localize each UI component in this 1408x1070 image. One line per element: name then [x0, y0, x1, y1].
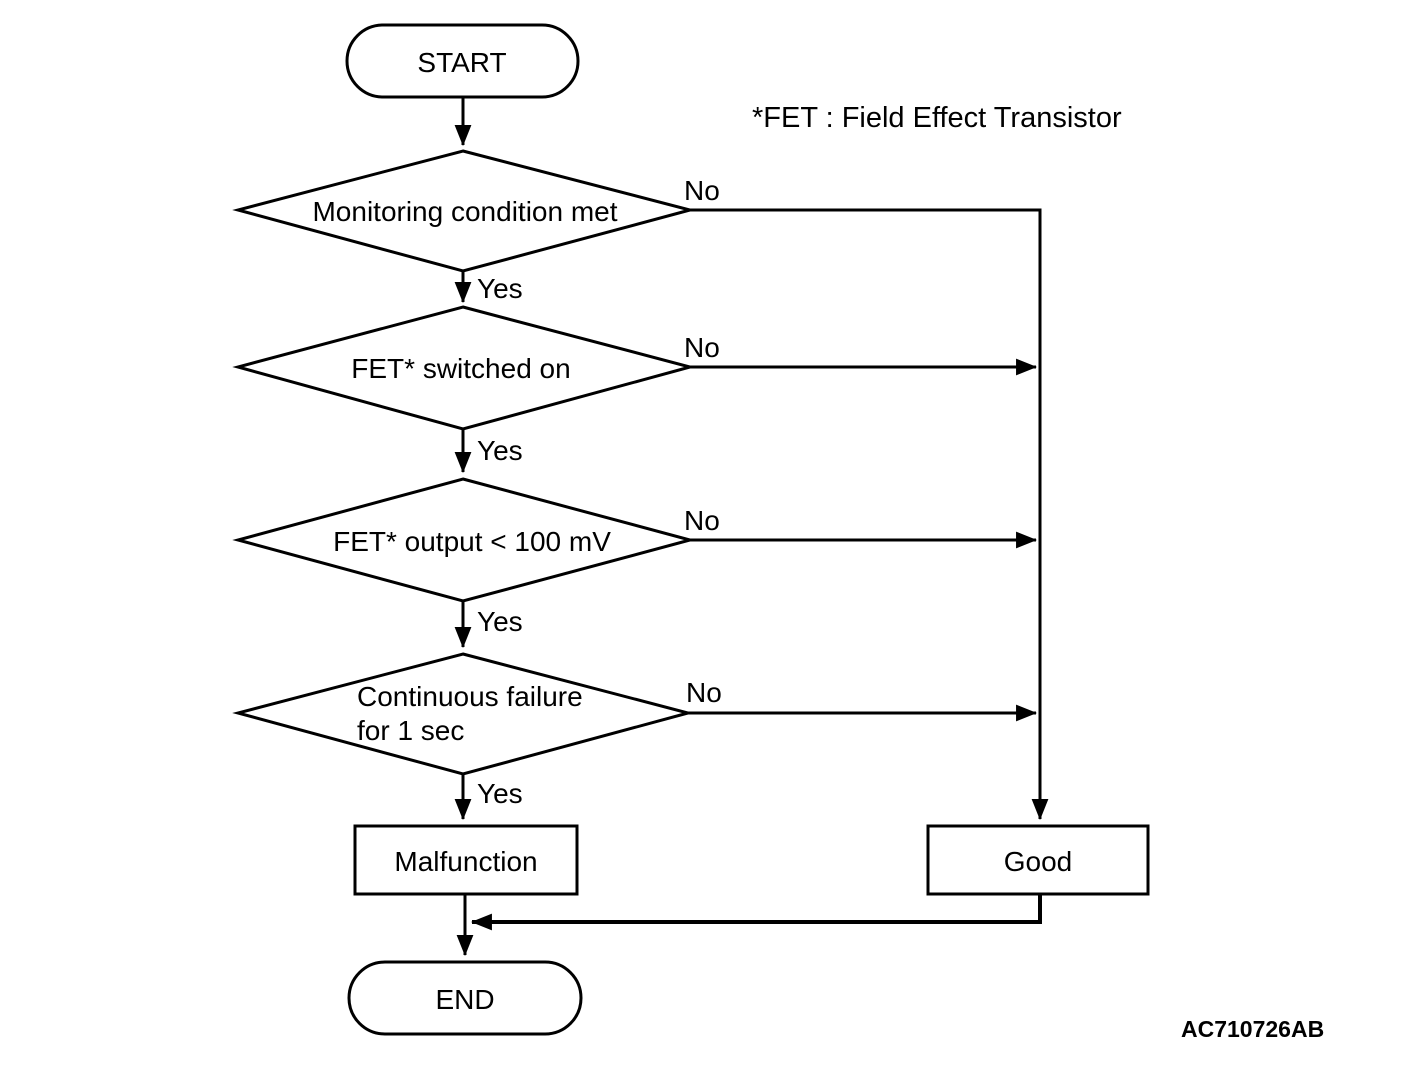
nodes: START Monitoring condition met FET* swit… — [232, 23, 1150, 1036]
start-label: START — [417, 47, 506, 78]
edge-label-yes-2: Yes — [477, 435, 523, 466]
malfunction-process-shape — [353, 824, 579, 896]
monitoring-condition-diamond — [232, 149, 696, 273]
connectors — [454, 97, 1049, 957]
connector-good-to-junction — [470, 894, 1042, 931]
connector-monitoring-no-trunk — [690, 208, 1049, 821]
edge-label-yes-3: Yes — [477, 606, 523, 637]
node-malfunction: Malfunction — [353, 824, 579, 896]
good-process-shape — [926, 824, 1150, 896]
fet-note: *FET : Field Effect Transistor — [752, 102, 1122, 134]
continuous-failure-label-line2: for 1 sec — [357, 715, 464, 746]
continuous-failure-diamond — [232, 652, 694, 776]
malfunction-label: Malfunction — [394, 846, 537, 877]
edge-label-no-3: No — [684, 505, 720, 536]
edge-label-yes-1: Yes — [477, 273, 523, 304]
continuous-failure-label-line1: Continuous failure — [357, 681, 583, 712]
fet-switched-on-diamond — [232, 305, 696, 431]
node-decision-fet-output: FET* output < 100 mV — [232, 477, 696, 603]
node-decision-fet-switched-on: FET* switched on — [232, 305, 696, 431]
node-good: Good — [926, 824, 1150, 896]
node-decision-monitoring-condition: Monitoring condition met — [232, 149, 696, 273]
monitoring-condition-label: Monitoring condition met — [312, 196, 617, 227]
fet-output-diamond — [232, 477, 696, 603]
edge-labels: Yes No Yes No Yes No Yes No — [477, 175, 722, 809]
edge-label-no-1: No — [684, 175, 720, 206]
node-end: END — [347, 960, 583, 1036]
fet-output-label: FET* output < 100 mV — [333, 526, 611, 557]
end-terminator-shape — [347, 960, 583, 1036]
edge-label-yes-4: Yes — [477, 778, 523, 809]
edge-label-no-4: No — [686, 677, 722, 708]
figure-code: AC710726AB — [1181, 1016, 1324, 1042]
node-start: START — [345, 23, 580, 99]
node-decision-continuous-failure: Continuous failure for 1 sec — [232, 652, 694, 776]
end-label: END — [435, 984, 494, 1015]
start-terminator-shape — [345, 23, 580, 99]
good-label: Good — [1004, 846, 1073, 877]
fet-switched-on-label: FET* switched on — [351, 353, 570, 384]
edge-label-no-2: No — [684, 332, 720, 363]
